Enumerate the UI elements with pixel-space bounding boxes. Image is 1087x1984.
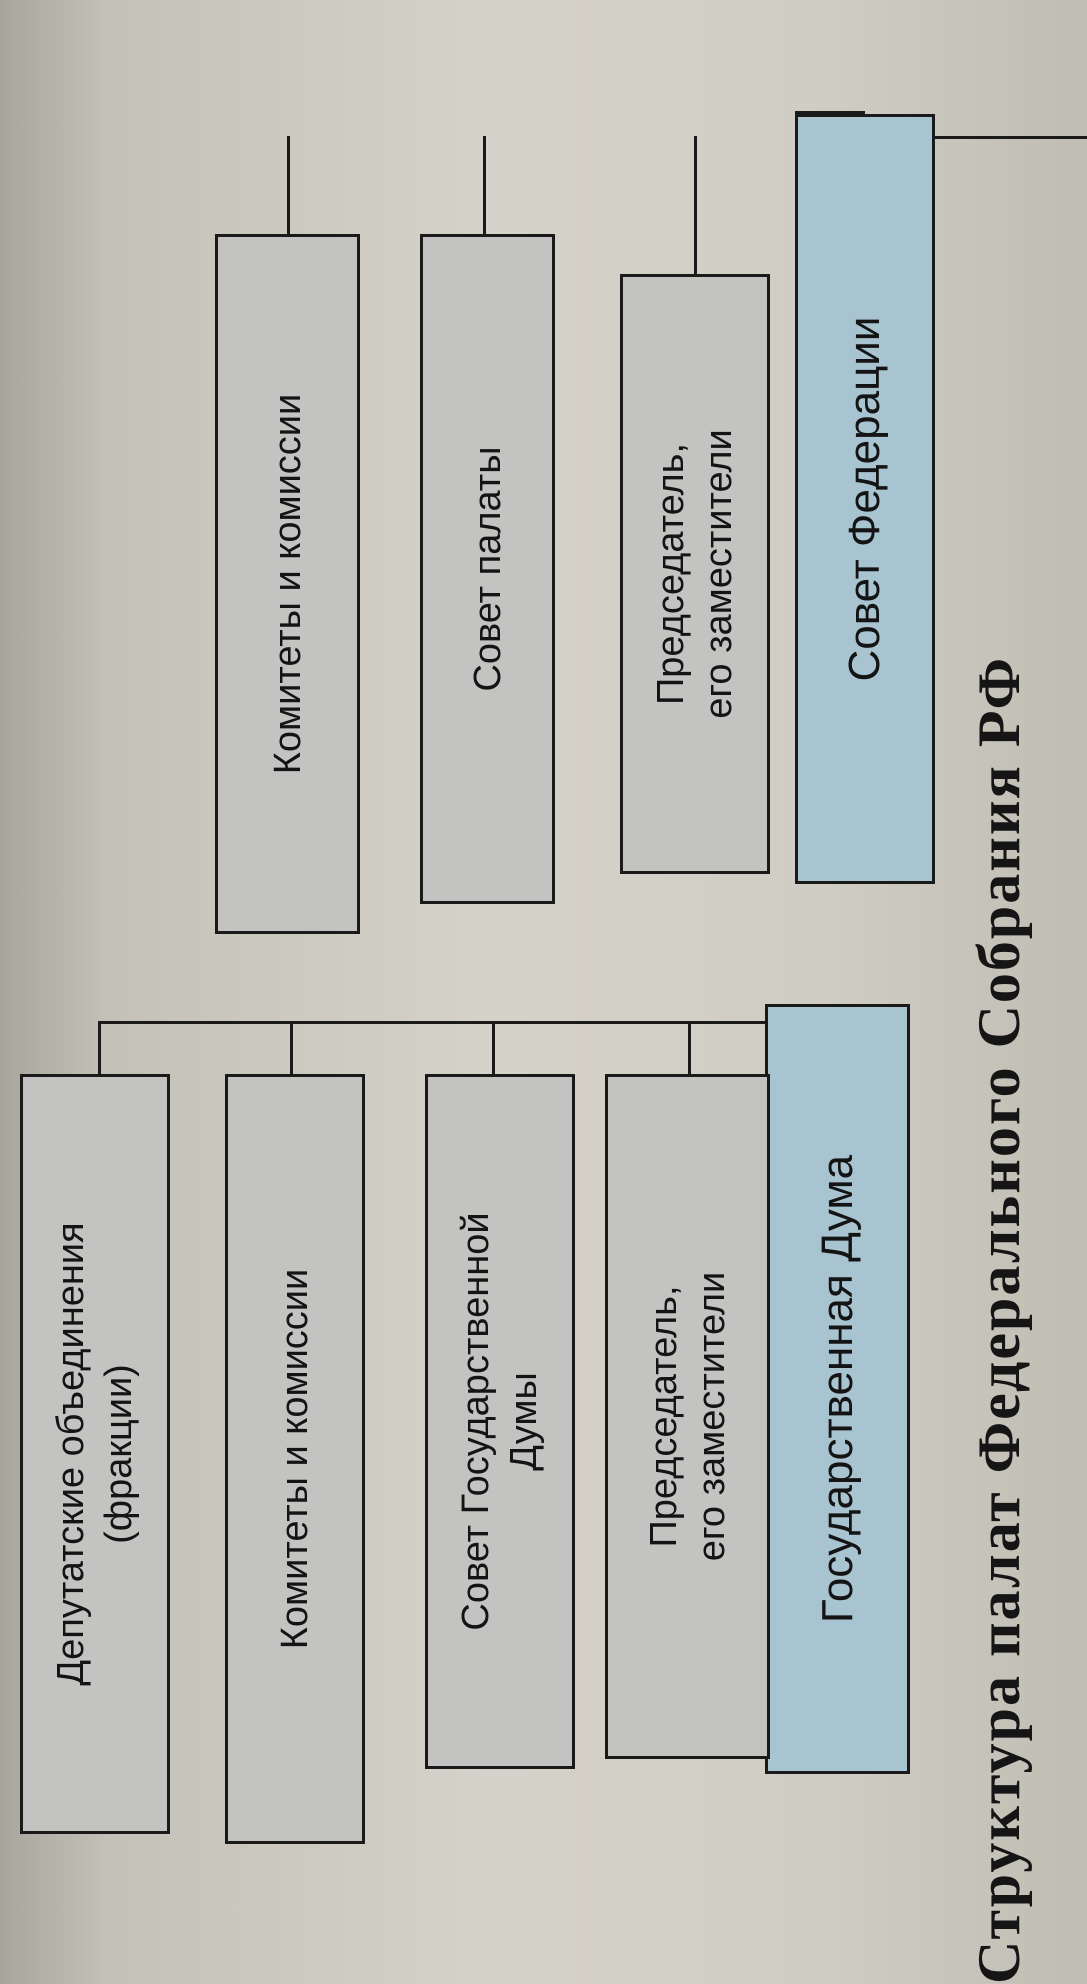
- connector-fc-3: [287, 136, 290, 234]
- connector-gd-1: [688, 1024, 691, 1074]
- gd-committees-label: Комитеты и комиссии: [274, 1268, 316, 1650]
- chamber-state-duma: Государственная Дума: [765, 1004, 910, 1774]
- connector-gd-4: [98, 1024, 101, 1074]
- chamber-federation-council: Совет Федерации: [795, 114, 935, 884]
- gd-factions-line1: Депутатские объединения: [50, 1222, 92, 1686]
- connector-fc-1: [694, 136, 697, 274]
- connector-gd-drop-1: [98, 1021, 268, 1024]
- gd-factions-line2: (фракции): [98, 1364, 140, 1544]
- fc-council-label: Совет палаты: [466, 446, 509, 692]
- chamber-state-duma-label: Государственная Дума: [812, 1154, 862, 1624]
- gd-council-line2: Думы: [503, 1372, 545, 1471]
- gd-factions-box: Депутатские объединения (фракции): [20, 1074, 170, 1834]
- fc-committees-label: Комитеты и комиссии: [266, 393, 309, 775]
- gd-council-line1: Совет Государственной: [455, 1212, 497, 1631]
- gd-chairman-box: Председатель, его заместители: [605, 1074, 770, 1759]
- fc-chairman-line2: его заместители: [698, 429, 740, 719]
- gd-chairman-line1: Председатель,: [642, 1285, 685, 1548]
- diagram-title: Структура палат Федерального Собрания РФ: [966, 655, 1032, 1984]
- connector-gd-3: [290, 1024, 293, 1074]
- chamber-federation-council-label: Совет Федерации: [840, 316, 889, 682]
- connector-fc-2: [483, 136, 486, 234]
- fc-council-box: Совет палаты: [420, 234, 555, 904]
- gd-council-box: Совет Государственной Думы: [425, 1074, 575, 1769]
- gd-chairman-line2: его заместители: [690, 1271, 733, 1562]
- connector-gd-2: [492, 1024, 495, 1074]
- fc-chairman-line1: Председатель,: [650, 442, 692, 706]
- gd-committees-box: Комитеты и комиссии: [225, 1074, 365, 1844]
- fc-committees-box: Комитеты и комиссии: [215, 234, 360, 934]
- fc-chairman-box: Председатель, его заместители: [620, 274, 770, 874]
